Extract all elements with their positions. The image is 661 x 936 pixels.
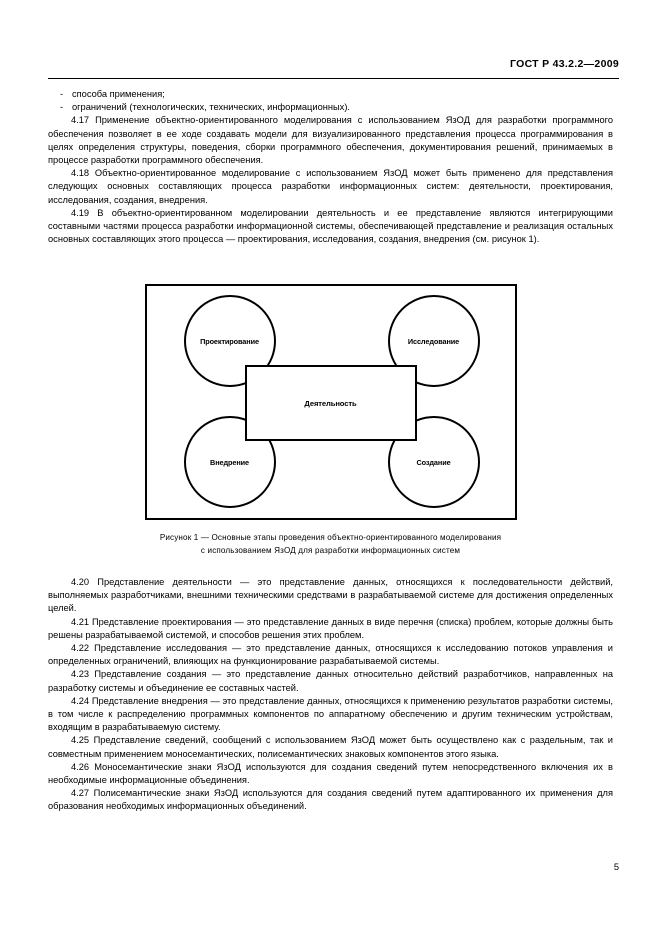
figure-node-deployment: Внедрение: [183, 416, 276, 508]
upper-text-block: - способа применения; - ограничений (тех…: [48, 88, 613, 246]
figure-node-activity: Деятельность: [244, 365, 417, 441]
clause-paragraph-4-27: 4.27 Полисемантические знаки ЯзОД исполь…: [48, 788, 613, 812]
clause-paragraph-4-22: 4.22 Представление исследования — это пр…: [48, 643, 613, 667]
figure-1: Проектирование Исследование Внедрение Со…: [0, 284, 661, 557]
page-header: ГОСТ Р 43.2.2—2009: [48, 58, 619, 80]
bullet-list: - способа применения; - ограничений (тех…: [48, 88, 613, 114]
standard-designation: ГОСТ Р 43.2.2—2009: [509, 58, 619, 70]
dash-marker: -: [60, 102, 64, 113]
clause-paragraph-4-20: 4.20 Представление деятельности — это пр…: [48, 577, 613, 614]
figure-node-label: Внедрение: [210, 457, 249, 467]
clause-paragraph-4-18: 4.18 Объектно-ориентированное моделирова…: [48, 168, 613, 205]
clause-paragraph-4-19: 4.19 В объектно-ориентированном моделиро…: [48, 207, 613, 245]
clause-paragraph-4-25: 4.25 Представление сведений, сообщений с…: [48, 735, 613, 759]
figure-node-label: Проектирование: [200, 336, 259, 346]
list-item: - способа применения;: [48, 88, 613, 101]
list-item: - ограничений (технологических, техничес…: [48, 101, 613, 114]
list-item-text: ограничений (технологических, технически…: [72, 102, 351, 113]
dash-marker: -: [60, 89, 64, 99]
page-number: 5: [613, 862, 619, 872]
figure-node-design: Проектирование: [183, 295, 276, 387]
figure-caption-line-2: с использованием ЯзОД для разработки инф…: [200, 545, 461, 555]
figure-node-creation: Создание: [387, 416, 480, 508]
clause-paragraph-4-24: 4.24 Представление внедрения — это предс…: [48, 695, 613, 733]
figure-caption-line-1: Рисунок 1 — Основные этапы проведения об…: [159, 533, 502, 542]
clause-paragraph-4-17: 4.17 Применение объектно-ориентированног…: [48, 115, 613, 166]
header-divider: [48, 78, 619, 79]
clause-paragraph-4-26: 4.26 Моносемантические знаки ЯзОД исполь…: [48, 761, 613, 786]
clause-paragraph-4-23: 4.23 Представление создания — это предст…: [48, 669, 613, 693]
lower-text-block: 4.20 Представление деятельности — это пр…: [48, 576, 613, 814]
clause-paragraph-4-21: 4.21 Представление проектирования — это …: [48, 616, 613, 640]
list-item-text: способа применения;: [72, 89, 165, 99]
figure-caption: Рисунок 1 — Основные этапы проведения об…: [0, 532, 661, 557]
figure-node-label: Создание: [416, 457, 451, 467]
figure-node-label: Деятельность: [304, 398, 357, 408]
figure-border: Проектирование Исследование Внедрение Со…: [144, 284, 517, 520]
figure-node-label: Исследование: [407, 336, 460, 346]
